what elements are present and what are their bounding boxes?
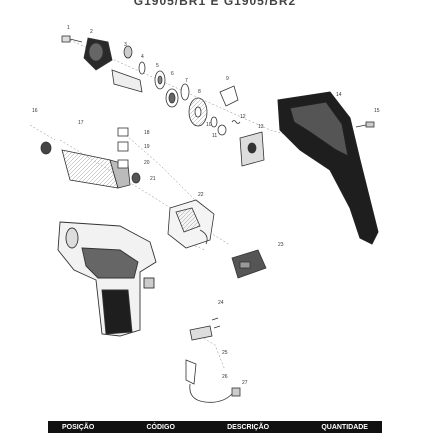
position-number: 8 [198,89,201,95]
part-6-bearing [165,88,179,108]
position-number: 12 [240,114,246,120]
part-16-rear-bearing [40,141,52,155]
position-number: 22 [198,192,204,198]
part-20-brush-spring [117,159,129,169]
part-22-stator [167,199,215,249]
part-21-fan-bearing [131,172,141,184]
table-header-code: CÓDIGO [146,423,175,431]
part-15-screw [355,121,375,128]
part-12-spring [231,120,241,124]
position-number: 23 [278,242,284,248]
part-3-spindle [111,45,143,93]
part-23-switch [231,249,267,279]
part-18-brush-holder [117,127,129,137]
part-27-power-cord [189,383,241,403]
position-number: 13 [258,124,264,130]
position-number: 24 [218,300,224,306]
part-26-cord-protector [185,359,197,385]
part-11-small-bearing [217,124,227,136]
position-number: 20 [144,160,150,166]
part-25-cable-clamp [189,317,221,341]
table-header-description: DESCRIÇÃO [227,423,270,431]
position-number: 9 [226,76,229,82]
position-number: 17 [78,120,84,126]
position-number: 6 [171,71,174,77]
part-13-switch-plate [239,131,265,167]
part-7-washer [180,83,190,101]
model-title: G1905/BR1 E G1905/BR2 [133,0,297,8]
table-header-position: POSIÇÃO [62,423,95,431]
part-4-washer [138,61,146,75]
part-1-chuck-screw [61,35,83,43]
part-10-small-bearing [210,116,218,128]
position-number: 16 [32,108,38,114]
position-number: 3 [124,42,127,48]
position-number: 21 [150,176,156,182]
part-5-bearing [154,70,166,90]
part-19-carbon-brush [117,141,129,152]
position-number: 26 [222,374,228,380]
position-number: 7 [185,78,188,84]
position-number: 4 [141,54,144,60]
part-8-gear [188,97,208,127]
parts-table-header: POSIÇÃO CÓDIGO DESCRIÇÃO QUANTIDADE [48,421,382,433]
part-17-armature [61,149,131,189]
position-number: 15 [374,108,380,114]
position-number: 14 [336,92,342,98]
position-number: 11 [212,133,217,139]
position-number: 5 [156,63,159,69]
position-number: 2 [90,29,93,35]
position-number: 25 [222,350,228,356]
position-number: 27 [242,380,248,386]
position-number: 18 [144,130,150,136]
part-14-housing [277,91,379,245]
position-number: 19 [144,144,150,150]
table-header-quantity: QUANTIDADE [321,423,368,431]
part-24-assembled-drill [57,221,157,337]
part-9-bracket [219,85,239,107]
position-number: 10 [206,122,212,128]
position-number-labels: 1 2 3 4 5 6 7 8 9 10 11 12 13 14 15 16 1… [32,25,380,386]
part-2-chuck [83,37,113,71]
position-number: 1 [67,25,70,31]
